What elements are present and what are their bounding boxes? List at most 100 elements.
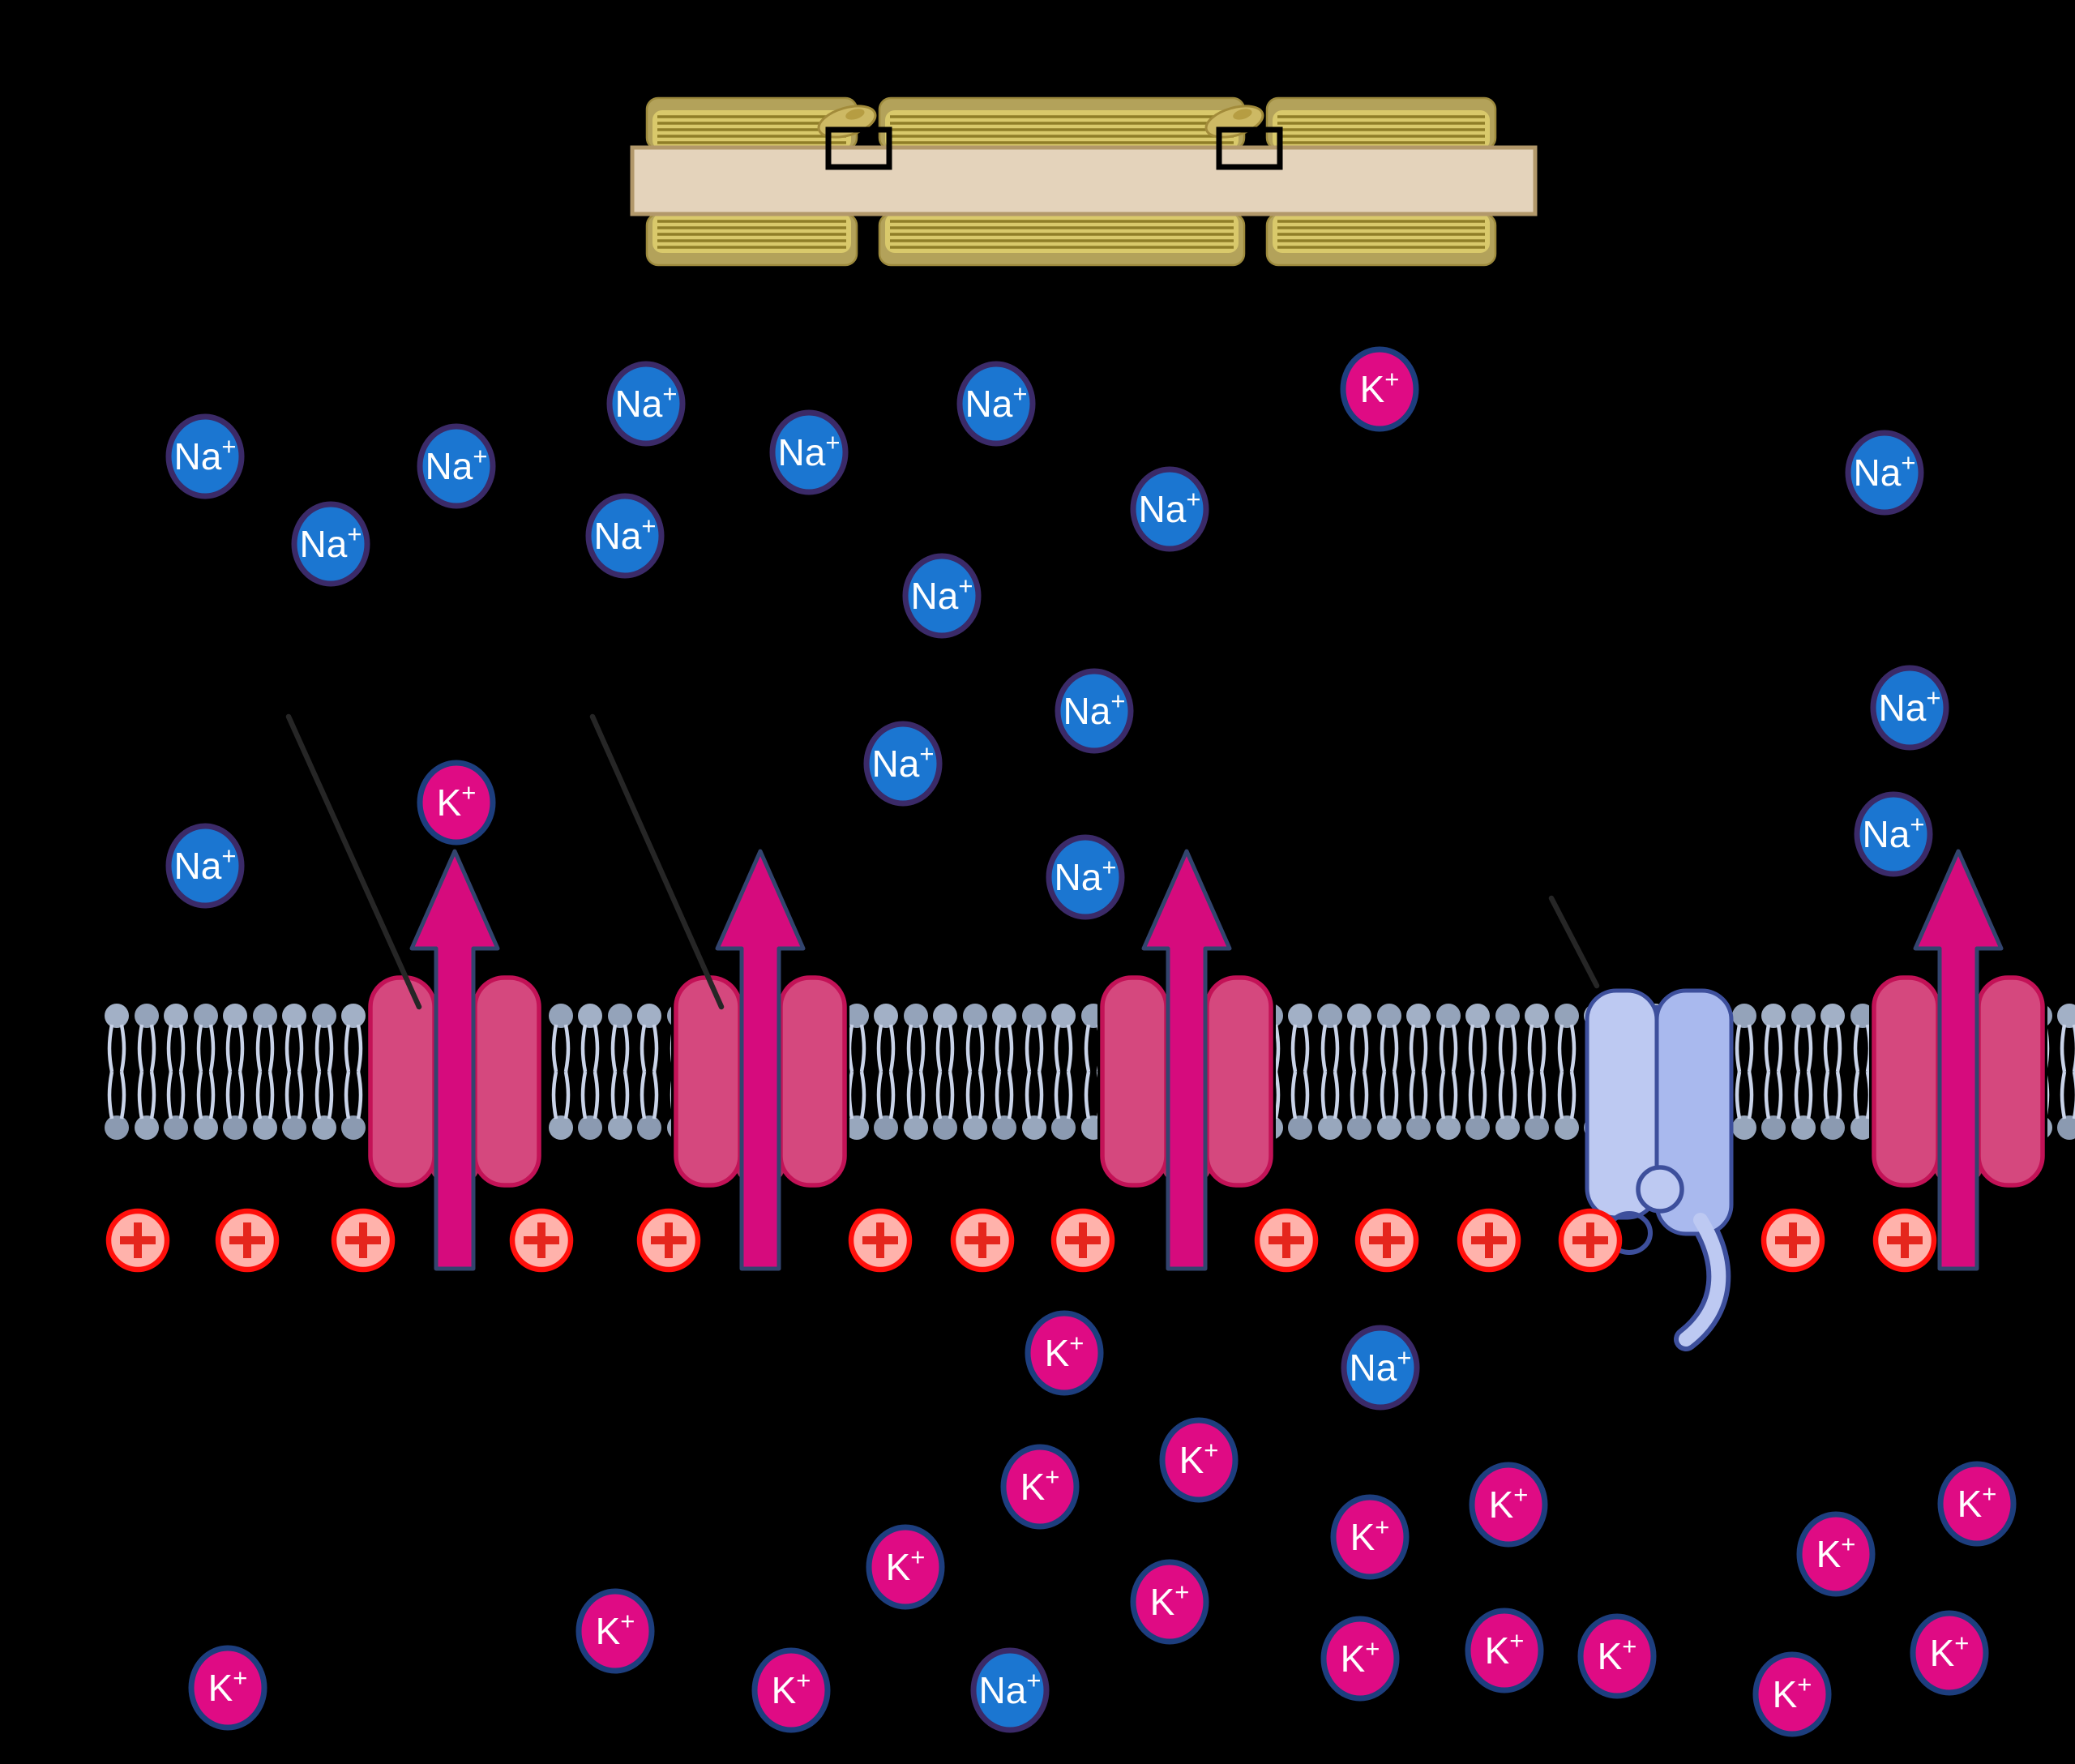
ion-circle xyxy=(606,361,686,447)
positive-charge xyxy=(1872,1208,1937,1273)
potassium-ion-intracellular: K+ xyxy=(188,1645,267,1731)
potassium-ion-intracellular: K+ xyxy=(1320,1616,1400,1702)
ion-label: Na+ xyxy=(426,442,488,487)
label-pointer-lines xyxy=(285,713,1600,1010)
ion-label: K+ xyxy=(886,1543,926,1588)
plus-icon xyxy=(345,1222,381,1258)
ion-circle xyxy=(1465,1608,1544,1693)
channel-right-subunit xyxy=(1204,975,1273,1188)
ions-layer: Na+ Na+ Na+ Na+ Na+ Na+ Na+ Na+ Na+ Na+ Na+ Na+ K+ Na… xyxy=(165,346,2017,1737)
potassium-ion-intracellular: K+ xyxy=(1796,1511,1876,1597)
sodium-ion-extracellular: Na+ xyxy=(1055,668,1134,754)
potassium-ion-intracellular: K+ xyxy=(866,1524,945,1610)
ion-circle xyxy=(585,493,665,579)
ion-label: K+ xyxy=(1341,1634,1380,1680)
outward-ion-flow-arrow xyxy=(715,849,806,1271)
plus-icon xyxy=(1887,1222,1923,1258)
ion-circle xyxy=(1159,1417,1239,1503)
ion-label: K+ xyxy=(1045,1329,1085,1374)
sodium-ion-intracellular: Na+ xyxy=(970,1647,1050,1733)
ion-flow-arrows xyxy=(409,849,2004,1271)
ion-label: Na+ xyxy=(1863,810,1925,855)
ion-label: K+ xyxy=(437,778,477,824)
ion-label: Na+ xyxy=(1350,1343,1412,1389)
positive-charge-row xyxy=(105,1208,1937,1273)
positive-charge xyxy=(105,1208,170,1273)
sodium-ion-extracellular: Na+ xyxy=(1130,466,1209,552)
schwann-cell-nucleus xyxy=(845,109,865,120)
node-of-ranvier-box xyxy=(825,126,892,170)
ion-label: K+ xyxy=(1816,1530,1856,1575)
ion-circle xyxy=(970,1647,1050,1733)
ion-label: K+ xyxy=(1957,1479,1997,1525)
channel-left-subunit xyxy=(1872,975,1940,1188)
potassium-ion-intracellular: K+ xyxy=(1130,1559,1209,1645)
ion-circle xyxy=(1796,1511,1876,1597)
ion-label: K+ xyxy=(1350,1513,1390,1558)
ion-label: K+ xyxy=(1020,1462,1060,1508)
positive-charge xyxy=(1254,1208,1319,1273)
ion-label: Na+ xyxy=(594,512,657,557)
sodium-ion-extracellular: Na+ xyxy=(1845,430,1924,516)
ion-circle xyxy=(188,1645,267,1731)
potassium-ion-intracellular: K+ xyxy=(1159,1417,1239,1503)
plus-icon xyxy=(229,1222,265,1258)
ion-circle xyxy=(417,423,496,509)
ion-label: Na+ xyxy=(174,841,237,887)
positive-charge xyxy=(848,1208,913,1273)
ion-circle xyxy=(769,409,849,495)
plus-icon xyxy=(965,1222,1000,1258)
sodium-ion-extracellular: Na+ xyxy=(585,493,665,579)
ion-label: K+ xyxy=(1150,1578,1190,1623)
label-pointer-line xyxy=(589,713,725,1010)
potassium-ion-intracellular: K+ xyxy=(1330,1494,1410,1580)
sodium-ion-extracellular: Na+ xyxy=(1854,791,1933,877)
ion-label: K+ xyxy=(1930,1629,1970,1674)
potassium-ion-intracellular: K+ xyxy=(1910,1610,1989,1696)
positive-charge xyxy=(1457,1208,1521,1273)
positive-charge xyxy=(1050,1208,1115,1273)
ion-circle xyxy=(751,1647,831,1733)
sodium-ion-extracellular: Na+ xyxy=(769,409,849,495)
positive-charge xyxy=(215,1208,280,1273)
potassium-ion-intracellular: K+ xyxy=(1469,1462,1548,1548)
outward-ion-flow-arrow xyxy=(1141,849,1232,1271)
ion-circle xyxy=(1025,1310,1104,1396)
ion-circle xyxy=(863,721,943,807)
positive-charge xyxy=(950,1208,1015,1273)
ion-label: K+ xyxy=(208,1663,248,1709)
ion-circle xyxy=(291,501,370,587)
ion-label: Na+ xyxy=(778,428,841,473)
potassium-ion-intracellular: K+ xyxy=(1752,1651,1832,1737)
ion-circle xyxy=(1340,346,1419,432)
ion-circle xyxy=(1341,1325,1420,1411)
ion-circle xyxy=(1910,1610,1989,1696)
outward-ion-flow-arrow xyxy=(409,849,500,1271)
ion-label: Na+ xyxy=(1879,683,1941,729)
ion-label: K+ xyxy=(1598,1632,1637,1677)
ion-circle xyxy=(165,823,245,909)
ion-label: Na+ xyxy=(965,379,1028,425)
positive-charge xyxy=(331,1208,396,1273)
positive-charge xyxy=(1558,1208,1623,1273)
ion-label: K+ xyxy=(772,1666,811,1711)
ion-circle xyxy=(956,361,1036,447)
potassium-ion-extracellular: K+ xyxy=(417,760,496,846)
potassium-ion-intracellular: K+ xyxy=(1000,1444,1080,1530)
plus-icon xyxy=(1471,1222,1507,1258)
plus-icon xyxy=(1775,1222,1811,1258)
inactivation-ball xyxy=(1636,1165,1684,1214)
plus-icon xyxy=(524,1222,559,1258)
positive-charge xyxy=(636,1208,701,1273)
sodium-ion-extracellular: Na+ xyxy=(417,423,496,509)
ion-circle xyxy=(1000,1444,1080,1530)
outward-ion-flow-arrow xyxy=(1913,849,2004,1271)
ion-circle xyxy=(1130,1559,1209,1645)
channel-left-subunit xyxy=(1100,975,1169,1188)
plus-icon xyxy=(1572,1222,1608,1258)
ion-circle xyxy=(1937,1461,2017,1547)
ion-circle xyxy=(1330,1494,1410,1580)
ion-circle xyxy=(417,760,496,846)
ion-label: Na+ xyxy=(1063,687,1126,732)
ion-label: Na+ xyxy=(1055,853,1117,898)
